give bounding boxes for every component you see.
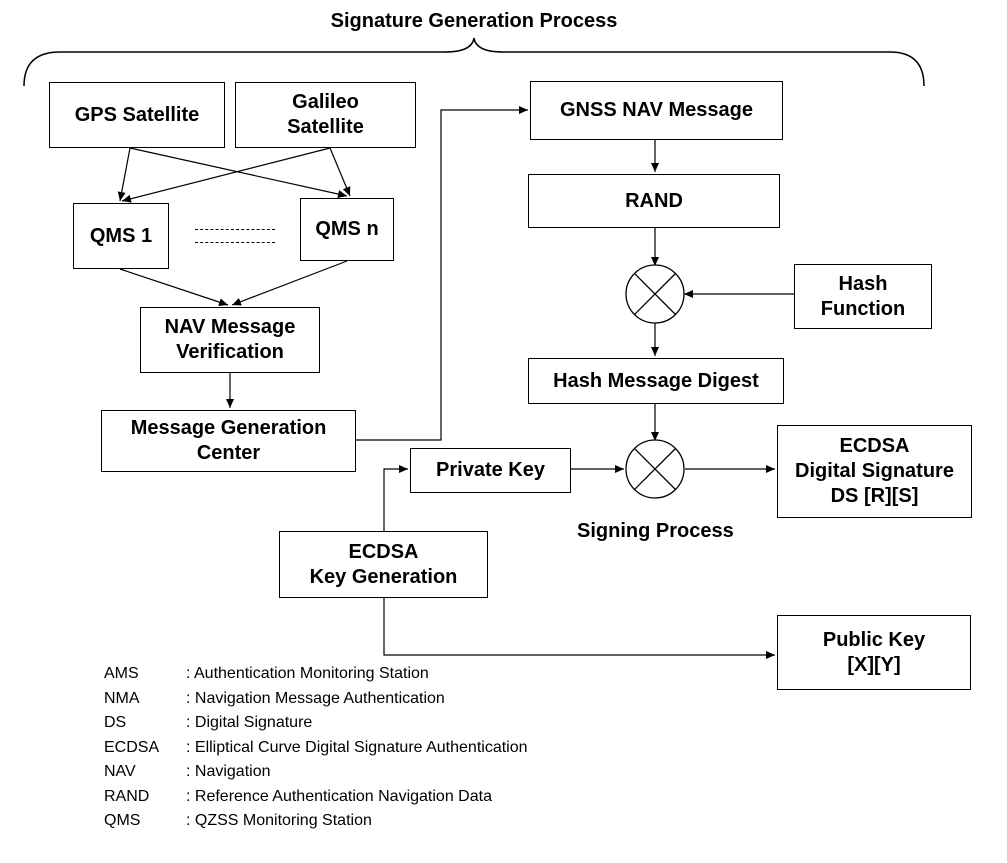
hash-message-digest-label: Hash Message Digest <box>553 369 759 392</box>
legend-abbreviation: QMS <box>104 812 141 829</box>
arrow-qms1-to-verification <box>119 268 229 306</box>
arrow-keygen-to-privatekey <box>383 465 408 531</box>
galileo-satellite-box: Galileo Satellite <box>235 82 416 148</box>
ecdsa-key-generation-label: ECDSA Key Generation <box>309 540 458 588</box>
arrow-gps-to-qms1 <box>117 147 131 202</box>
private-key-label: Private Key <box>436 459 545 481</box>
public-key-label: Public Key [X][Y] <box>822 628 926 676</box>
legend-abbreviation: AMS <box>104 665 139 682</box>
nav-message-verification-box: NAV Message Verification <box>140 307 320 373</box>
signing-process-label: Signing Process <box>577 520 734 542</box>
signing-multiply-operator <box>625 439 685 499</box>
legend-row: RAND : Reference Authentication Navigati… <box>104 785 528 810</box>
legend-row: QMS : QZSS Monitoring Station <box>104 809 528 834</box>
rand-box: RAND <box>528 174 780 228</box>
qms-1-label: QMS 1 <box>89 224 153 247</box>
legend-definition: : Authentication Monitoring Station <box>186 665 429 682</box>
message-generation-center-label: Message Generation Center <box>130 417 327 464</box>
legend-abbreviation: ECDSA <box>104 738 160 756</box>
qms-ellipsis-separator <box>195 229 275 243</box>
abbreviation-legend: AMS : Authentication Monitoring Station … <box>104 662 528 834</box>
arrow-gps-to-qmsn <box>129 147 348 198</box>
legend-row: DS : Digital Signature <box>104 711 528 736</box>
nav-message-verification-label: NAV Message Verification <box>164 316 296 363</box>
diagram-title: Signature Generation Process <box>330 10 618 32</box>
galileo-satellite-label: Galileo Satellite <box>287 91 364 138</box>
arrow-galileo-to-qmsn <box>329 147 351 197</box>
legend-row: ECDSA : Elliptical Curve Digital Signatu… <box>104 736 528 761</box>
message-generation-center-box: Message Generation Center <box>101 410 356 472</box>
arrow-qmsn-to-verification <box>231 260 348 306</box>
title-brace <box>23 37 925 87</box>
rand-label: RAND <box>625 189 683 212</box>
arrow-mgc-to-gnss <box>356 106 528 441</box>
legend-abbreviation: DS <box>104 714 127 731</box>
legend-definition: : Reference Authentication Navigation Da… <box>186 787 492 805</box>
legend-definition: : QZSS Monitoring Station <box>186 812 372 829</box>
legend-row: NMA : Navigation Message Authentication <box>104 687 528 712</box>
legend-row: AMS : Authentication Monitoring Station <box>104 662 528 687</box>
legend-abbreviation: NMA <box>104 689 140 707</box>
legend-definition: : Navigation <box>186 763 271 780</box>
legend-row: NAV : Navigation <box>104 760 528 785</box>
ecdsa-digital-signature-box: ECDSA Digital Signature DS [R][S] <box>777 425 972 518</box>
private-key-box: Private Key <box>410 448 571 493</box>
hash-multiply-operator <box>625 264 685 324</box>
qms-1-box: QMS 1 <box>73 203 169 269</box>
gps-satellite-box: GPS Satellite <box>49 82 225 148</box>
gps-satellite-label: GPS Satellite <box>74 103 200 126</box>
arrow-galileo-to-qms1 <box>121 147 331 203</box>
legend-definition: : Navigation Message Authentication <box>186 689 445 707</box>
ecdsa-digital-signature-label: ECDSA Digital Signature DS [R][S] <box>795 435 954 507</box>
legend-abbreviation: RAND <box>104 787 150 805</box>
gnss-nav-message-box: GNSS NAV Message <box>530 81 783 140</box>
public-key-box: Public Key [X][Y] <box>777 615 971 690</box>
arrow-keygen-to-publickey <box>383 598 775 659</box>
legend-abbreviation: NAV <box>104 763 136 780</box>
legend-definition: : Elliptical Curve Digital Signature Aut… <box>186 738 528 756</box>
qms-n-label: QMS n <box>315 218 379 240</box>
legend-definition: : Digital Signature <box>186 714 313 731</box>
hash-function-box: Hash Function <box>794 264 932 329</box>
gnss-nav-message-label: GNSS NAV Message <box>559 99 754 121</box>
qms-n-box: QMS n <box>300 198 394 261</box>
ecdsa-key-generation-box: ECDSA Key Generation <box>279 531 488 598</box>
hash-function-label: Hash Function <box>820 272 906 320</box>
hash-message-digest-box: Hash Message Digest <box>528 358 784 404</box>
